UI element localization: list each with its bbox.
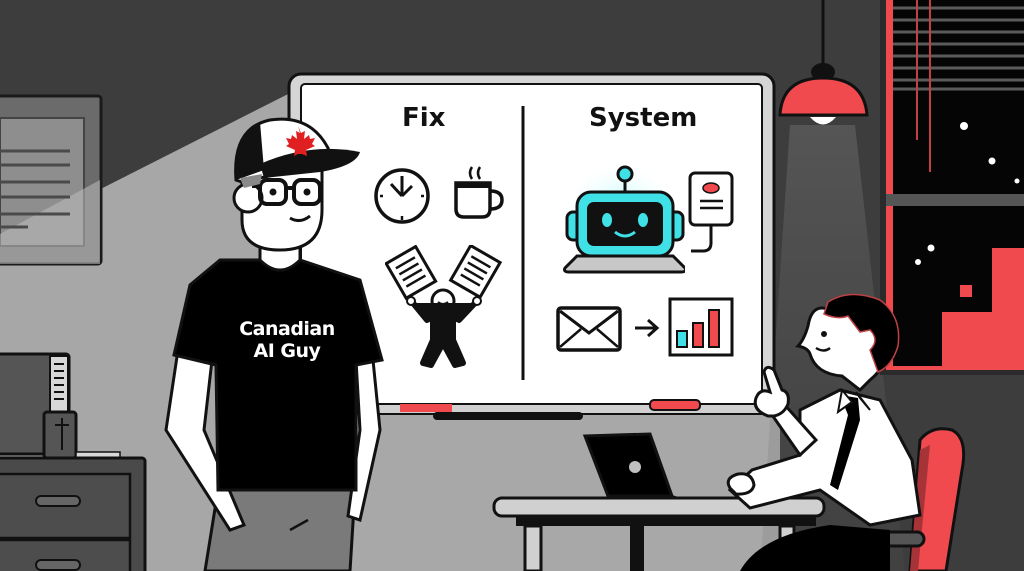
shirt-text: Canadian AI Guy <box>232 318 342 362</box>
whiteboard-title-fix: Fix <box>402 103 446 133</box>
presenter-figure <box>164 117 384 571</box>
night-window <box>880 0 1024 375</box>
robot-laptop-icon <box>562 160 685 276</box>
bar-chart-icon <box>668 297 734 357</box>
whiteboard-title-system: System <box>589 103 698 133</box>
coffee-cup-icon <box>454 166 504 219</box>
email-icon <box>556 306 622 352</box>
filing-cabinet <box>0 352 147 571</box>
shirt-text-line2: AI Guy <box>253 340 321 362</box>
wall-notice-board <box>0 94 103 266</box>
document-icon <box>688 171 734 253</box>
pendant-lamp <box>778 0 869 125</box>
clock-icon <box>374 168 430 224</box>
maple-leaf-icon <box>286 126 315 156</box>
arrow-right-icon <box>635 318 660 338</box>
person-juggling-papers-icon <box>385 245 503 368</box>
seated-worker-figure <box>726 293 966 571</box>
shirt-text-line1: Canadian <box>239 318 335 340</box>
